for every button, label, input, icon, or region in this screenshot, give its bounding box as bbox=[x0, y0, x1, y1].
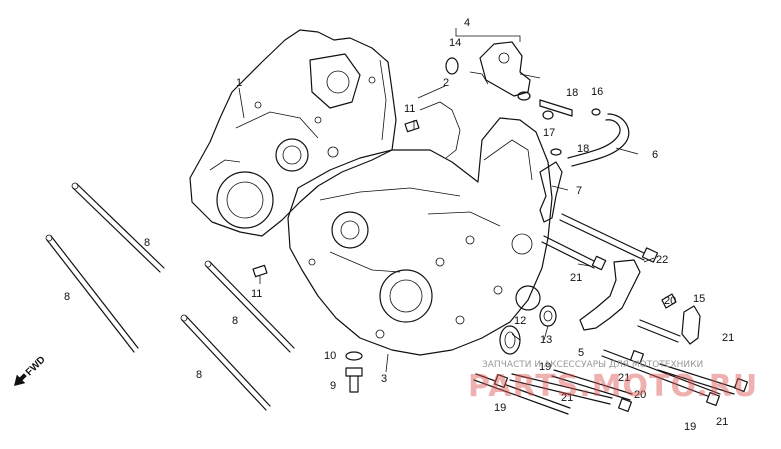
callout-22: 22 bbox=[656, 254, 668, 266]
clip-16 bbox=[591, 108, 601, 116]
callout-18a: 18 bbox=[566, 87, 578, 99]
plate-15 bbox=[681, 305, 701, 345]
callout-11b: 11 bbox=[251, 288, 262, 300]
callout-10: 10 bbox=[324, 350, 336, 362]
callout-19b: 19 bbox=[494, 402, 506, 414]
watermark-logo-text: PARTS.MOTO.RU bbox=[468, 369, 758, 404]
callout-2: 2 bbox=[443, 77, 449, 89]
seal-13 bbox=[539, 305, 557, 327]
callout-6: 6 bbox=[652, 149, 658, 161]
callout-19c: 19 bbox=[684, 421, 696, 433]
callout-21d: 21 bbox=[561, 392, 573, 404]
bolt-9 bbox=[345, 367, 363, 393]
callout-21e: 21 bbox=[716, 416, 728, 428]
callout-8d: 8 bbox=[196, 369, 202, 381]
callout-labels: 1 2 3 4 5 6 7 8 8 8 8 9 10 11 11 12 13 1… bbox=[64, 17, 734, 433]
bracket-5 bbox=[579, 259, 641, 331]
dowel-pin-lower bbox=[252, 264, 268, 278]
oil-seal-12 bbox=[499, 325, 521, 355]
bracket-7 bbox=[539, 161, 563, 223]
callout-12: 12 bbox=[514, 315, 526, 327]
callout-7: 7 bbox=[576, 185, 582, 197]
callout-21b: 21 bbox=[722, 332, 734, 344]
clip-18-lower bbox=[550, 148, 562, 156]
fwd-arrow-icon: FWD bbox=[14, 354, 48, 386]
callout-17: 17 bbox=[543, 127, 555, 139]
breather-tube bbox=[567, 119, 621, 159]
long-studs bbox=[45, 182, 295, 411]
callout-8b: 8 bbox=[64, 291, 70, 303]
watermark-text: ЗАПЧАСТИ И АКСЕССУАРЫ ДЛЯ МОТОТЕХНИКИ bbox=[482, 360, 703, 370]
bolts-21-22 bbox=[541, 213, 659, 271]
callout-14: 14 bbox=[449, 37, 461, 49]
callout-8c: 8 bbox=[232, 315, 238, 327]
callout-15: 15 bbox=[693, 293, 705, 305]
callout-1: 1 bbox=[236, 77, 242, 89]
callout-3: 3 bbox=[381, 373, 387, 385]
dowel-pin-upper bbox=[404, 119, 420, 133]
watermark: ЗАПЧАСТИ И АКСЕССУАРЫ ДЛЯ МОТОТЕХНИКИ PA… bbox=[468, 360, 758, 404]
callout-18b: 18 bbox=[577, 143, 589, 155]
breather-assembly bbox=[445, 41, 541, 101]
leader-lines bbox=[238, 28, 655, 373]
callout-20b: 20 bbox=[634, 389, 646, 401]
callout-21a: 21 bbox=[570, 272, 582, 284]
washer-10 bbox=[345, 351, 363, 361]
callout-16: 16 bbox=[591, 86, 603, 98]
callout-5: 5 bbox=[578, 347, 584, 359]
callout-21c: 21 bbox=[618, 372, 630, 384]
callout-11a: 11 bbox=[404, 103, 415, 115]
callout-13: 13 bbox=[540, 334, 552, 346]
crankcase-gasket bbox=[419, 101, 461, 159]
callout-8a: 8 bbox=[144, 237, 150, 249]
left-crankcase-half bbox=[189, 29, 397, 237]
washer-17 bbox=[542, 110, 554, 120]
lower-bolts bbox=[473, 349, 749, 415]
bolt-18-upper bbox=[539, 99, 573, 117]
callout-19a: 19 bbox=[539, 361, 551, 373]
right-crankcase-half bbox=[287, 117, 553, 356]
callout-4: 4 bbox=[464, 17, 470, 29]
callout-9: 9 bbox=[330, 380, 336, 392]
callout-20a: 20 bbox=[664, 295, 676, 307]
fwd-label: FWD bbox=[24, 354, 48, 378]
